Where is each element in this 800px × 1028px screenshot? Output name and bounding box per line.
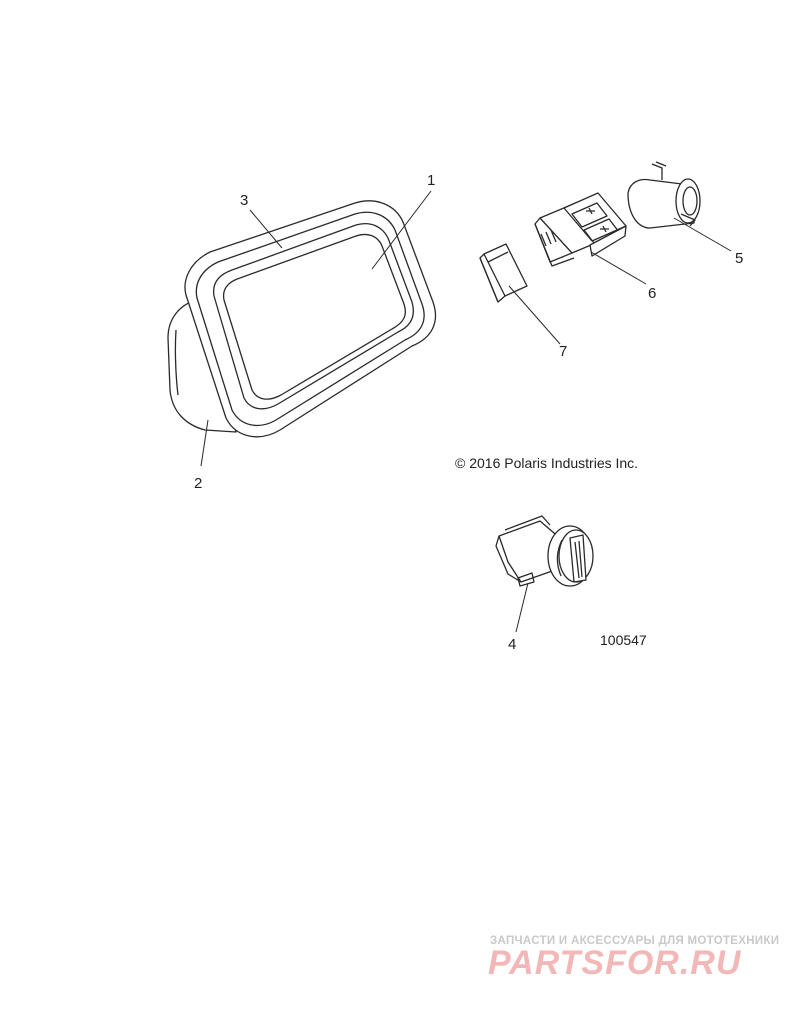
copyright-text: © 2016 Polaris Industries Inc. (455, 455, 639, 471)
part-6-rocker-switch (534, 192, 627, 267)
part-4-key-switch (495, 515, 594, 587)
part-2-rear-housing (167, 299, 237, 433)
part-7-pad (479, 243, 528, 303)
leader-lines (200, 190, 732, 633)
part-5-accessory-socket (627, 161, 701, 229)
callout-5: 5 (735, 250, 744, 267)
watermark-logo: PARTSFOR.RU (488, 944, 742, 982)
callout-2: 2 (194, 475, 203, 492)
callout-1: 1 (427, 172, 436, 189)
diagram-part-number: 100547 (600, 632, 647, 648)
part-1-display-lens (212, 223, 414, 410)
callout-3: 3 (240, 192, 249, 209)
callout-4: 4 (508, 636, 517, 653)
watermark-tagline: ЗАПЧАСТИ И АКСЕССУАРЫ ДЛЯ МОТОТЕХНИКИ (490, 935, 780, 947)
callout-7: 7 (559, 343, 568, 360)
callout-6: 6 (648, 285, 657, 302)
